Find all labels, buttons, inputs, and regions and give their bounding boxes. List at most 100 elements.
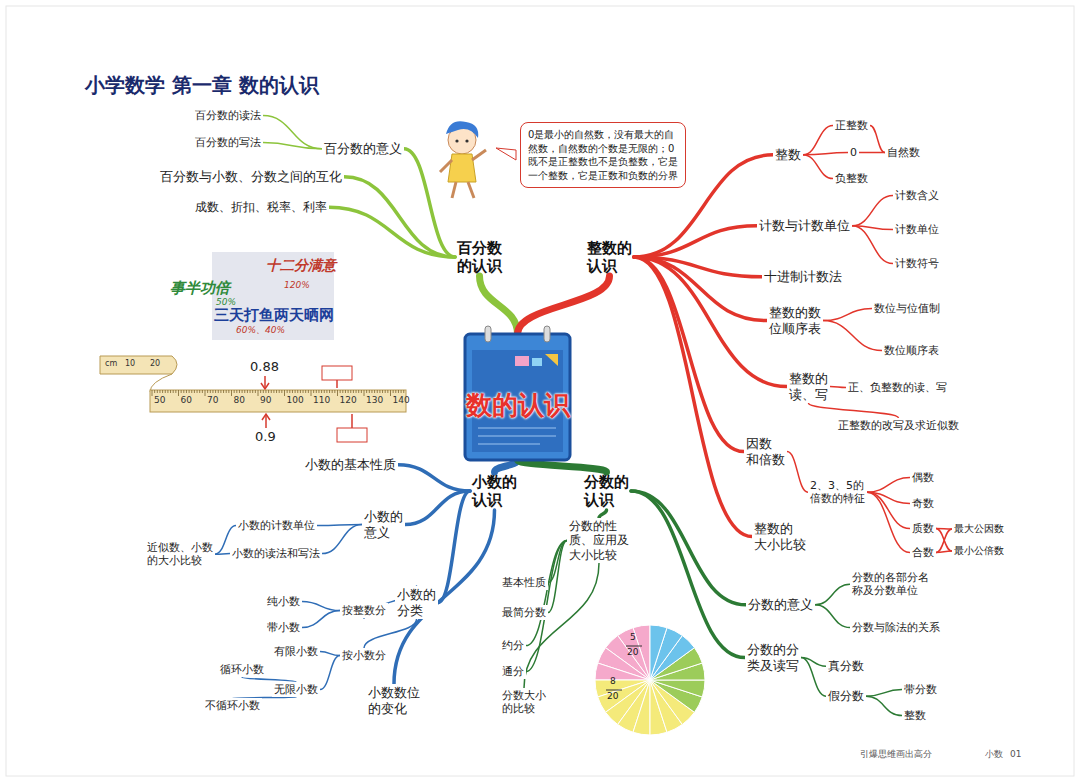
node-text: 百分数 的认识	[457, 239, 502, 275]
node-text: 0	[850, 146, 857, 159]
node-text: 按整数分	[342, 604, 386, 617]
topic-text: 不循环小数	[203, 698, 262, 713]
ruler-number: 10	[125, 360, 135, 369]
branch-line	[815, 605, 850, 628]
node-text: 正整数的改写及求近似数	[838, 419, 959, 432]
branch-line	[302, 611, 340, 628]
branch-line	[518, 460, 607, 472]
topic-text: 计数单位	[893, 222, 941, 237]
node-text: 分数的分 类及读写	[747, 642, 799, 673]
node-text: 2、3、5的 倍数的特征	[810, 479, 865, 505]
node-text: 带小数	[267, 621, 300, 634]
topic-text: 带小数	[265, 620, 302, 635]
branch-line	[787, 452, 808, 493]
node-text: 小数的计数单位	[238, 519, 315, 532]
page-title: 小学数学 第一章 数的认识	[85, 72, 319, 99]
topic-text: 成数、折扣、税率、利率	[193, 199, 329, 215]
node-text: 0是最小的自然数，没有最大的自 然数，自然数的个数是无限的；0 既不是正整数也不…	[528, 128, 678, 182]
branch-line	[320, 652, 340, 656]
topic-text: 纯小数	[265, 594, 302, 609]
node-text: 整数的 认识	[587, 239, 632, 275]
ruler-number: 120	[340, 396, 357, 406]
node-text: 循环小数	[220, 663, 264, 676]
ruler-number: 110	[313, 396, 330, 406]
topic-text: 真分数	[826, 658, 866, 674]
topic-text: 小数的 分类	[395, 586, 438, 619]
node-text: 通分	[502, 665, 524, 678]
ruler-number: 60	[181, 396, 192, 406]
branch-line	[215, 553, 230, 555]
branch-line	[263, 116, 322, 149]
node-text: 小数的 意义	[364, 509, 403, 540]
fraction-number: 8	[610, 677, 616, 687]
branch-line	[803, 155, 833, 179]
center-box: 数的认识	[465, 334, 570, 460]
branch-line	[599, 510, 607, 518]
topic-text: 整数的 大小比较	[752, 520, 808, 553]
ruler-number: 140	[393, 396, 410, 406]
ruler-value: 0.88	[250, 360, 279, 374]
topic-text: 通分	[500, 664, 526, 679]
branch-line	[859, 152, 885, 153]
node-text: 按小数分	[342, 649, 386, 662]
node-text: 整数的 大小比较	[754, 521, 806, 552]
fraction-number: 20	[607, 692, 618, 702]
branch-head: 小数的 认识	[470, 472, 519, 510]
idiom-text: 十二分满意	[266, 258, 336, 273]
fraction-pie	[595, 625, 705, 735]
topic-text: 整数的 读、写	[787, 370, 830, 403]
branch-line	[867, 478, 910, 493]
branch-line	[480, 276, 518, 334]
branch-line	[830, 387, 846, 388]
topic-text: 整数的数 位顺序表	[767, 304, 823, 337]
topic-text: 百分数与小数、分数之间的互化	[158, 168, 344, 186]
node-text: 纯小数	[267, 595, 300, 608]
topic-text: 按小数分	[340, 648, 388, 663]
topic-text: 有限小数	[272, 644, 320, 659]
node-text: 数位顺序表	[884, 344, 939, 357]
idiom-text: 120%	[284, 281, 310, 291]
topic-text: 假分数	[826, 688, 866, 704]
branch-line	[495, 460, 518, 472]
node-text: 自然数	[887, 146, 920, 159]
topic-text: 分数大小 的比较	[500, 688, 548, 716]
topic-text: 百分数的意义	[322, 140, 404, 158]
branch-line	[823, 321, 882, 351]
topic-text: 十进制计数法	[762, 268, 844, 286]
node-text: 因数 和倍数	[746, 436, 785, 467]
branch-line	[634, 257, 744, 452]
branch-line	[320, 656, 340, 690]
node-text: 合数	[912, 546, 934, 559]
footer-text: 引爆思维画出高分	[860, 750, 932, 760]
topic-text: 因数 和倍数	[744, 435, 787, 468]
node-text: 计数单位	[895, 223, 939, 236]
node-text: 不循环小数	[205, 699, 260, 712]
branch-line	[852, 196, 893, 226]
ruler-number: 130	[366, 396, 383, 406]
footer-text: 01	[1010, 750, 1021, 760]
node-text: 计数与计数单位	[759, 218, 850, 234]
ruler-number: 80	[234, 396, 245, 406]
node-text: 整数的 读、写	[789, 371, 828, 402]
branch-line	[263, 143, 322, 149]
topic-text: 整数	[902, 708, 928, 723]
node-text: 小数的读法和写法	[232, 547, 320, 560]
branch-line	[344, 177, 455, 257]
node-text: 最大公因数	[954, 523, 1004, 535]
node-text: 数位与位值制	[874, 302, 940, 315]
callout-bubble: 0是最小的自然数，没有最大的自 然数，自然数的个数是无限的；0 既不是正整数也不…	[520, 122, 686, 188]
node-text: 数的认识	[466, 390, 570, 421]
branch-line	[936, 529, 952, 553]
node-text: 小数的 认识	[472, 473, 517, 509]
topic-text: 无限小数	[272, 682, 320, 697]
node-text: 正整数	[835, 119, 868, 132]
node-text: 奇数	[912, 497, 934, 510]
branch-line	[302, 602, 340, 611]
branch-line	[803, 153, 848, 155]
topic-text: 自然数	[885, 145, 922, 160]
ruler-number: 20	[150, 360, 160, 369]
fraction-number: 5	[630, 633, 636, 643]
branch-line	[394, 510, 495, 684]
fraction-number: 20	[627, 648, 638, 658]
